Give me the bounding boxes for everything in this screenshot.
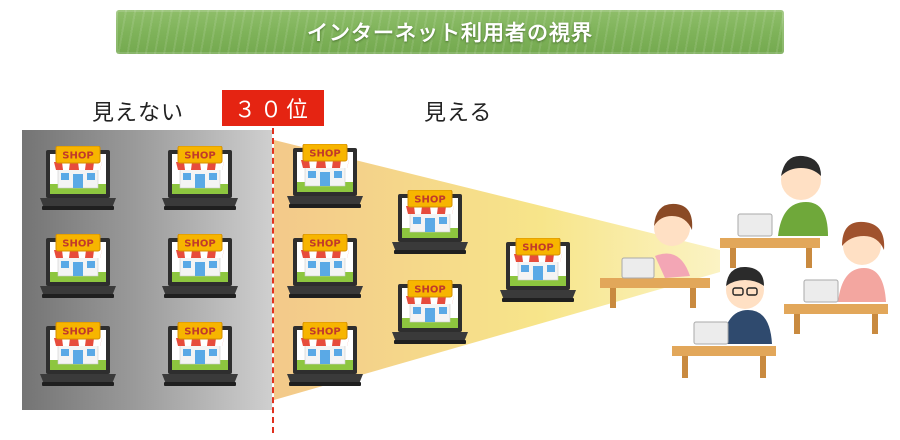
shop-sign-icon bbox=[177, 234, 223, 252]
shop-sign-icon bbox=[302, 322, 348, 340]
shop-laptop-hidden: SHOP bbox=[40, 234, 116, 300]
shop-sign-icon bbox=[515, 238, 561, 256]
shop-sign-text: SHOP bbox=[62, 151, 93, 162]
view-beam bbox=[274, 140, 720, 400]
shop-sign-icon bbox=[55, 322, 101, 340]
shop-laptop-hidden: SHOP bbox=[162, 322, 238, 388]
shop-sign-text: SHOP bbox=[414, 195, 445, 206]
shop-sign-icon bbox=[407, 190, 453, 208]
shop-sign-icon bbox=[302, 144, 348, 162]
rank-divider-line bbox=[272, 128, 274, 433]
shop-sign-text: SHOP bbox=[184, 327, 215, 338]
page-title: インターネット利用者の視界 bbox=[307, 21, 593, 45]
user-man-green-shirt bbox=[720, 155, 828, 268]
shop-sign-text: SHOP bbox=[184, 239, 215, 250]
shop-laptop-hidden: SHOP bbox=[162, 146, 238, 212]
shop-laptop-visible: SHOP bbox=[287, 234, 363, 300]
shop-sign-icon bbox=[177, 322, 223, 340]
shop-sign-text: SHOP bbox=[414, 285, 445, 296]
shop-laptop-hidden: SHOP bbox=[40, 146, 116, 212]
shop-sign-icon bbox=[407, 280, 453, 298]
shop-sign-icon bbox=[55, 234, 101, 252]
rank-badge: ３０位 bbox=[222, 90, 324, 126]
shop-sign-text: SHOP bbox=[309, 149, 340, 160]
shop-sign-icon bbox=[177, 146, 223, 164]
user-man-glasses bbox=[672, 266, 776, 378]
shop-laptop-visible: SHOP bbox=[500, 238, 576, 304]
shop-sign-icon bbox=[302, 234, 348, 252]
shop-sign-text: SHOP bbox=[522, 243, 553, 254]
shop-laptop-visible: SHOP bbox=[392, 280, 468, 346]
shop-sign-text: SHOP bbox=[62, 327, 93, 338]
not-visible-label: 見えない bbox=[92, 101, 185, 126]
title-banner: インターネット利用者の視界 bbox=[116, 10, 784, 54]
shop-sign-text: SHOP bbox=[184, 151, 215, 162]
shop-laptop-visible: SHOP bbox=[287, 144, 363, 210]
shop-laptop-visible: SHOP bbox=[392, 190, 468, 256]
shop-sign-text: SHOP bbox=[309, 239, 340, 250]
shop-laptop-visible: SHOP bbox=[287, 322, 363, 388]
visible-label: 見える bbox=[424, 101, 493, 126]
user-woman-young bbox=[600, 203, 710, 308]
user-woman-older bbox=[784, 221, 888, 334]
shop-sign-text: SHOP bbox=[309, 327, 340, 338]
shop-sign-text: SHOP bbox=[62, 239, 93, 250]
shop-sign-icon bbox=[55, 146, 101, 164]
shop-laptop-hidden: SHOP bbox=[40, 322, 116, 388]
shop-laptop-hidden: SHOP bbox=[162, 234, 238, 300]
